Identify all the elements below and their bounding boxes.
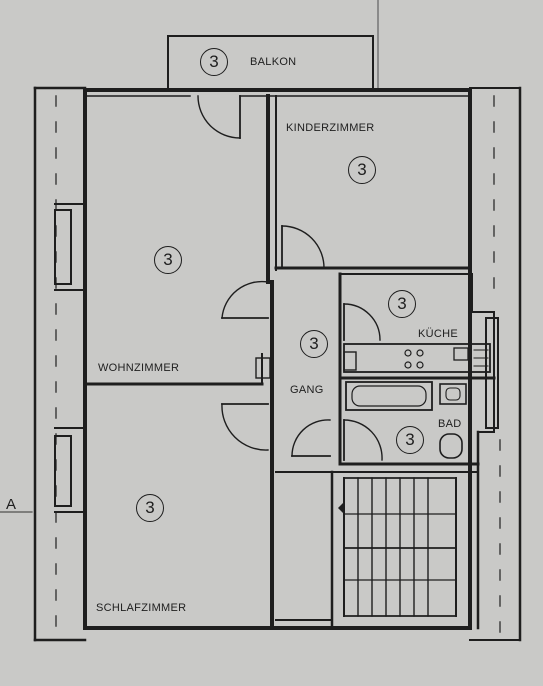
room-number-wohnzimmer: 3 <box>154 246 182 274</box>
room-label-wohnzimmer: WOHNZIMMER <box>98 362 180 374</box>
room-number-schlafzimmer: 3 <box>136 494 164 522</box>
room-number-kueche: 3 <box>388 290 416 318</box>
room-number-balkon: 3 <box>200 48 228 76</box>
room-number-gang: 3 <box>300 330 328 358</box>
room-number-kinderzimmer: 3 <box>348 156 376 184</box>
room-label-schlafzimmer: SCHLAFZIMMER <box>96 602 187 614</box>
room-number-bad: 3 <box>396 426 424 454</box>
room-label-kinderzimmer: KINDERZIMMER <box>286 122 375 134</box>
room-label-balkon: BALKON <box>250 56 297 68</box>
room-label-kueche: KÜCHE <box>418 328 459 340</box>
axis-label: A <box>6 496 17 513</box>
room-label-gang: GANG <box>290 384 324 396</box>
room-label-bad: BAD <box>438 418 462 430</box>
